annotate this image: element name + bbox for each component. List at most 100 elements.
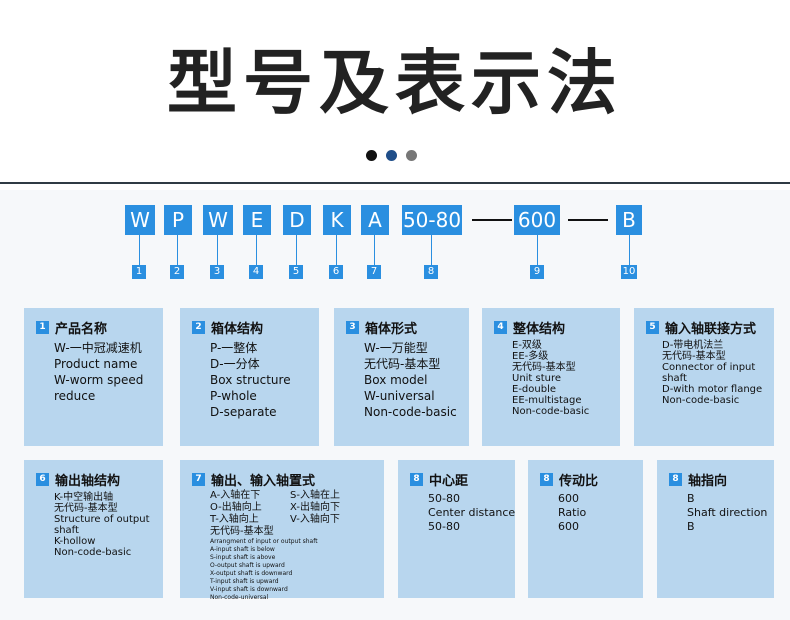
card-shaft-arrangement: 7 输出、输入轴置式 A-入轴在下 S-入轴在上 O-出轴向上 X-出轴向下 T… (180, 460, 384, 601)
card-box-structure: 2 箱体结构 P-一整体 D-一分体 Box structure P-whole… (180, 308, 319, 446)
leader-line (256, 235, 257, 265)
card-title: 整体结构 (513, 322, 566, 337)
card-number: 3 (346, 321, 359, 334)
code-number: 8 (424, 265, 438, 279)
code-dash-2 (568, 219, 608, 221)
card-line: Non-code-basic (662, 395, 740, 406)
card-line: B (687, 520, 695, 533)
card-product-name: 1 产品名称 W-一中冠减速机 Product name W-worm spee… (24, 308, 163, 446)
code-box-w2: W (203, 205, 233, 235)
card-number: 1 (36, 321, 49, 334)
card-line: 无代码-基本型 (364, 357, 441, 371)
leader-line (139, 235, 140, 265)
leader-line (217, 235, 218, 265)
code-number: 2 (170, 265, 184, 279)
card-line: shaft (54, 525, 79, 536)
card-title: 产品名称 (55, 322, 108, 337)
card-note: A-input shaft is below (210, 546, 275, 553)
card-line: Ratio (558, 506, 587, 519)
card-number: 2 (192, 321, 205, 334)
leader-line (431, 235, 432, 265)
card-line: E-双级 (512, 340, 542, 351)
leader-line (296, 235, 297, 265)
card-number: 4 (494, 321, 507, 334)
card-line: Shaft direction (687, 506, 768, 519)
card-header: 7 输出、输入轴置式 (192, 470, 315, 489)
card-line: D-with motor flange (662, 384, 763, 395)
card-note: T-input shaft is upward (210, 578, 279, 585)
card-center-distance: 8 中心距 50-80 Center distance 50-80 (398, 460, 515, 598)
leader-line (336, 235, 337, 265)
card-line: 50-80 (428, 492, 460, 505)
card-header: 8 轴指向 (669, 470, 727, 489)
code-box-ratio: 50-80 (402, 205, 462, 235)
code-number: 9 (530, 265, 544, 279)
card-line: Box model (364, 373, 428, 387)
card-line: Connector of input (662, 362, 756, 373)
card-number: 5 (646, 321, 659, 334)
card-line: P-一整体 (210, 341, 258, 355)
card-line: K-hollow (54, 536, 96, 547)
card-number: 8 (669, 473, 682, 486)
card-title: 轴指向 (688, 474, 728, 489)
card-header: 1 产品名称 (36, 318, 107, 337)
card-title: 中心距 (429, 474, 469, 489)
card-note: S-input shaft is above (210, 554, 276, 561)
card-title: 传动比 (559, 474, 599, 489)
card-note: Arrangment of input or output shaft (210, 538, 318, 545)
card-line: D-separate (210, 405, 277, 419)
card-unit-structure: 4 整体结构 E-双级 EE-多级 无代码-基本型 Unit sture E-d… (482, 308, 620, 446)
card-line: D-一分体 (210, 357, 260, 371)
card-line: Non-code-basic (54, 547, 132, 558)
card-line: reduce (54, 389, 96, 403)
dot-3 (406, 150, 417, 161)
card-line: W-一中冠减速机 (54, 341, 142, 355)
card-box-model: 3 箱体形式 W-一万能型 无代码-基本型 Box model W-univer… (334, 308, 469, 446)
code-box-b: B (616, 205, 642, 235)
card-line: X-出轴向下 (290, 502, 340, 513)
card-header: 4 整体结构 (494, 318, 565, 337)
card-line: Product name (54, 357, 138, 371)
card-line: shaft (662, 373, 687, 384)
code-box-d: D (283, 205, 311, 235)
code-number: 5 (289, 265, 303, 279)
card-line: T-入轴向上 (210, 514, 259, 525)
card-shaft-direction: 8 轴指向 B Shaft direction B (657, 460, 774, 598)
card-note: X-output shaft is downward (210, 570, 293, 577)
code-box-center: 600 (514, 205, 560, 235)
card-line: S-入轴在上 (290, 490, 340, 501)
card-line: Center distance (428, 506, 516, 519)
leader-line (537, 235, 538, 265)
card-line: EE-multistage (512, 395, 582, 406)
card-line: EE-多级 (512, 351, 549, 362)
card-line: Non-code-basic (512, 406, 590, 417)
leader-line (374, 235, 375, 265)
code-dash-1 (472, 219, 512, 221)
code-number: 4 (249, 265, 263, 279)
card-line: 600 (558, 492, 579, 505)
code-number: 6 (329, 265, 343, 279)
card-line: W-一万能型 (364, 341, 428, 355)
card-line: Non-code-basic (364, 405, 457, 419)
card-header: 6 输出轴结构 (36, 470, 120, 489)
card-header: 8 传动比 (540, 470, 598, 489)
card-note: O-output shaft is upward (210, 562, 285, 569)
code-box-p: P (164, 205, 192, 235)
card-ratio: 8 传动比 600 Ratio 600 (528, 460, 643, 598)
card-title: 输出轴结构 (55, 474, 121, 489)
card-line: 50-80 (428, 520, 460, 533)
code-box-a: A (361, 205, 389, 235)
code-number: 7 (367, 265, 381, 279)
dot-1 (366, 150, 377, 161)
code-number: 10 (621, 265, 637, 279)
card-line: W-worm speed (54, 373, 144, 387)
divider (0, 182, 790, 184)
card-note: Non-code-universal (210, 594, 269, 601)
card-line: 无代码-基本型 (210, 526, 274, 537)
card-line: Unit sture (512, 373, 562, 384)
card-line: K-中空输出轴 (54, 492, 114, 503)
card-line: 600 (558, 520, 579, 533)
leader-line (629, 235, 630, 265)
card-title: 箱体结构 (211, 322, 264, 337)
card-line: P-whole (210, 389, 257, 403)
